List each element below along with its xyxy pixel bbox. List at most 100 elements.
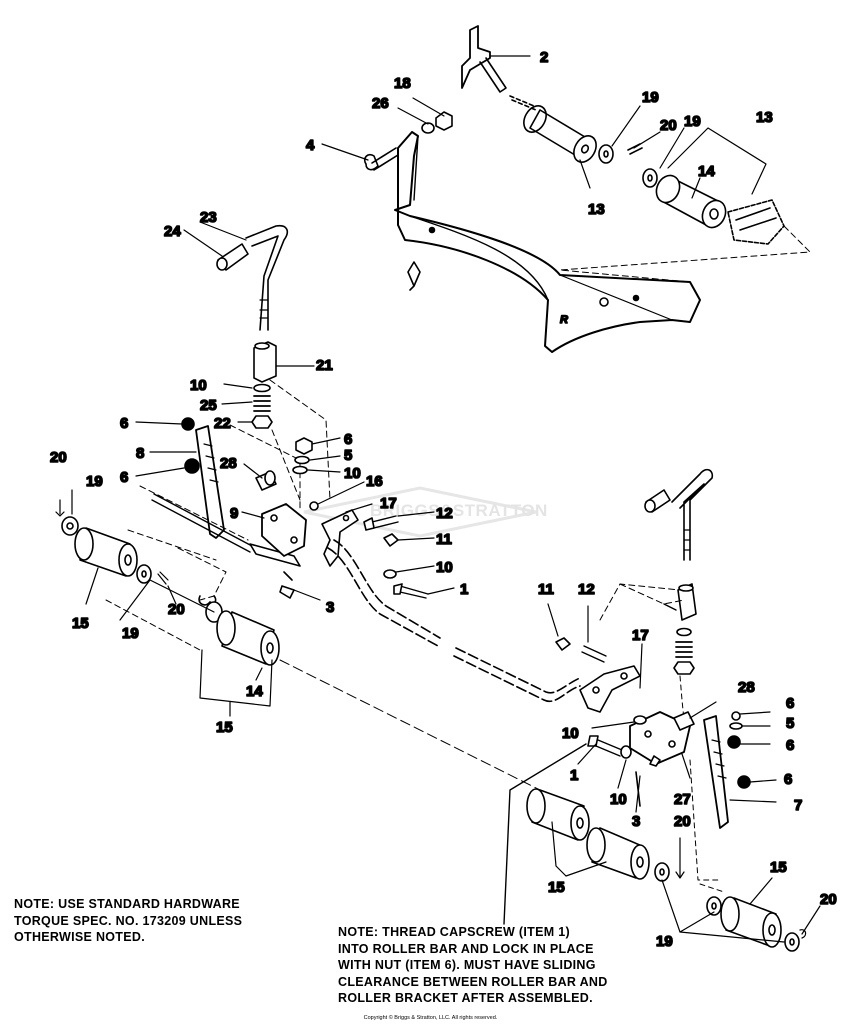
capscrew-1-left: [399, 585, 429, 599]
nut-22: [251, 415, 273, 429]
callout-6-f: 6: [784, 771, 792, 788]
nut-6-left-b: [184, 458, 200, 474]
spacer-21: [253, 341, 277, 383]
callout-1-a: 1: [460, 581, 468, 598]
handle-upper-left: [183, 221, 289, 331]
roller-15-left-a: [74, 527, 138, 577]
connecting-rod: [327, 539, 441, 647]
callout-22: 22: [214, 415, 231, 432]
callout-3-b: 3: [632, 813, 640, 830]
spacer-28-right: [673, 711, 695, 731]
watermark-logo: BRIGGS&STRATTON: [300, 486, 547, 538]
right-rollers-group: [526, 788, 821, 952]
callout-21: 21: [316, 357, 333, 374]
callout-5-a: 5: [344, 447, 352, 464]
washer-19-upper-b: [642, 168, 658, 188]
nut-6-right-c: [737, 775, 751, 789]
note-line: CLEARANCE BETWEEN ROLLER BAR AND: [338, 974, 608, 989]
callout-5-b: 5: [786, 715, 794, 732]
callout-17-a: 17: [380, 495, 397, 512]
roller-bracket: [394, 131, 701, 353]
callout-15-c: 15: [770, 859, 787, 876]
washer-10-left-c: [383, 569, 397, 579]
callout-26: 26: [372, 95, 389, 112]
note-line: TORQUE SPEC. NO. 173209 UNLESS: [14, 913, 243, 928]
callout-10-c: 10: [436, 559, 453, 576]
callout-17-b: 17: [632, 627, 649, 644]
roller-bar-7: [703, 715, 729, 829]
note-capscrew: NOTE: THREAD CAPSCREW (ITEM 1) INTO ROLL…: [338, 924, 608, 1007]
callout-9: 9: [230, 505, 238, 522]
note-line: WITH NUT (ITEM 6). MUST HAVE SLIDING: [338, 958, 596, 972]
roller-bar-8: [195, 425, 225, 539]
callout-labels: 2 18 26 4 19 20 19 13 14 13 23 24 21 10 …: [49, 48, 837, 951]
note-line: ROLLER BRACKET AFTER ASSEMBLED.: [338, 991, 593, 1005]
callout-25: 25: [200, 397, 217, 414]
hex-nut-18: [435, 111, 453, 131]
copyright-text: Copyright © Briggs & Stratton, LLC. All …: [363, 1015, 498, 1021]
callout-4: 4: [306, 137, 315, 154]
nut-6-right-b: [727, 735, 741, 749]
callout-19-c: 19: [86, 473, 103, 490]
note-leader: [503, 743, 587, 925]
callout-28-b: 28: [738, 679, 755, 696]
callout-10-b: 10: [344, 465, 361, 482]
right-roller-bar-group: [503, 583, 777, 925]
callout-10-a: 10: [190, 377, 207, 394]
hairpin-20-left: [157, 571, 169, 585]
callout-19-b: 19: [684, 113, 701, 130]
washer-10-left: [253, 383, 271, 393]
callout-3-a: 3: [326, 599, 334, 616]
callout-10-e: 10: [610, 791, 627, 808]
nut-11-left: [383, 533, 399, 547]
washer-19-right-b: [706, 896, 722, 916]
washer-19-right-a: [654, 862, 670, 882]
callout-8: 8: [136, 445, 144, 462]
link-17-left: [321, 509, 359, 567]
note-line: OTHERWISE NOTED.: [14, 930, 145, 944]
callout-6-d: 6: [786, 695, 794, 712]
callout-20-d: 20: [674, 813, 691, 830]
callout-14-a: 14: [698, 163, 715, 180]
washer-5-right: [729, 722, 743, 730]
washer-19-upper-a: [598, 144, 614, 164]
callout-2: 2: [540, 49, 548, 66]
note-torque-spec: NOTE: USE STANDARD HARDWARE TORQUE SPEC.…: [14, 896, 242, 946]
callout-15-d: 15: [548, 879, 565, 896]
callout-20-e: 20: [820, 891, 837, 908]
link-17-right: [579, 665, 641, 713]
roller-13-upper: [523, 105, 597, 163]
left-roller-bar-group: [127, 341, 581, 703]
roller-bracket-9: [261, 503, 307, 557]
nut-6-left-a: [181, 417, 195, 431]
hairpin-20-right: [675, 837, 685, 879]
callout-10-d: 10: [562, 725, 579, 742]
roller-15-right-b: [586, 827, 650, 880]
lock-washer-26: [421, 122, 435, 134]
callout-15-a: 15: [72, 615, 89, 632]
callout-20-a: 20: [660, 117, 677, 134]
callout-1-b: 1: [570, 767, 578, 784]
watermark-text: BRIGGS&STRATTON: [370, 501, 548, 520]
callout-19-a: 19: [642, 89, 659, 106]
washer-19-left-a: [61, 516, 79, 536]
callout-28-a: 28: [220, 455, 237, 472]
callout-13-a: 13: [756, 109, 773, 126]
callout-6-a: 6: [120, 415, 128, 432]
left-rollers-group: [55, 489, 541, 791]
roller-15-right-a: [526, 788, 590, 841]
note-line: INTO ROLLER BAR AND LOCK IN PLACE: [338, 941, 594, 956]
washer-6-right-a: [731, 711, 741, 721]
callout-20-b: 20: [50, 449, 67, 466]
callout-13-b: 13: [588, 201, 605, 218]
handle-upper-right: [619, 468, 714, 721]
roller-15-right-c: [720, 896, 782, 948]
washer-10-right-a: [633, 715, 647, 725]
callout-14-b: 14: [246, 683, 263, 700]
phantom-bracket: [727, 199, 785, 245]
roller-14-left: [216, 610, 280, 666]
top-bracket-group: R: [321, 25, 811, 353]
washer-19-right-c: [784, 932, 800, 952]
washer-10-right-b: [620, 745, 632, 759]
